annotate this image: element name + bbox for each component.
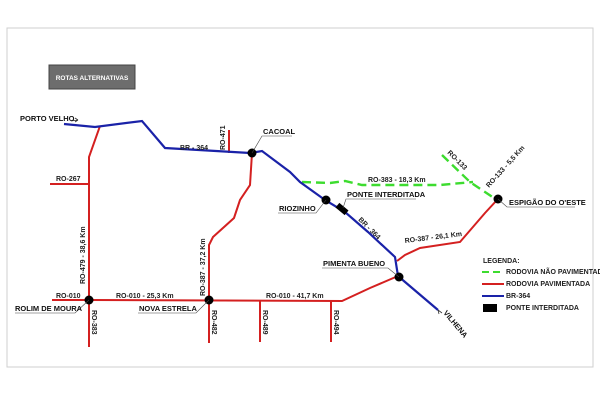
- legend-paved-label: RODOVIA PAVIMENTADA: [506, 281, 590, 288]
- label-ro010-b: RO-010 - 41,7 Km: [266, 293, 324, 300]
- city-nova-estrela: NOVA ESTRELA: [139, 304, 198, 313]
- city-pimenta-bueno: PIMENTA BUENO: [323, 259, 385, 268]
- legend-br364-label: BR-364: [506, 293, 530, 300]
- legend-title: LEGENDA:: [483, 258, 520, 265]
- label-ro482: RO-482: [210, 310, 217, 335]
- label-ro383-south: RO-383: [90, 310, 97, 335]
- label-ro010-a: RO-010 - 25,3 Km: [116, 293, 174, 300]
- unpaved-roads: [301, 154, 498, 201]
- city-espigao: ESPIGÃO DO O'ESTE: [509, 198, 586, 207]
- leader-lines: [15, 135, 575, 314]
- label-ro010-left: RO-010: [56, 293, 81, 300]
- legend-unpaved-label: RODOVIA NÃO PAVIMENTADA: [506, 267, 600, 276]
- label-ro267: RO-267: [56, 176, 81, 183]
- legend: LEGENDA: RODOVIA NÃO PAVIMENTADA RODOVIA…: [482, 258, 600, 312]
- label-ro383: RO-383 - 18,3 Km: [368, 177, 426, 184]
- label-ro494: RO-494: [332, 310, 339, 335]
- city-porto-velho: PORTO VELHO: [20, 114, 75, 123]
- city-cacoal: CACOAL: [263, 127, 295, 136]
- legend-bridge-label: PONTE INTERDITADA: [506, 305, 579, 312]
- label-br364-a: BR - 364: [180, 145, 208, 152]
- road-ro010: [88, 275, 399, 303]
- label-ro479: RO-479 - 38,6 Km: [80, 226, 87, 284]
- porto-velho-arrow-icon: [70, 117, 79, 123]
- road-ro479: [88, 125, 101, 347]
- vilhena-arrow-icon: [437, 309, 443, 315]
- road-ro387-east: [396, 199, 498, 262]
- label-ro387-north: RO-387 - 37,2 Km: [200, 238, 207, 296]
- legend-bridge-swatch: [483, 304, 497, 312]
- road-ro383: [301, 179, 474, 187]
- label-ro489: RO-489: [261, 310, 268, 335]
- city-riozinho: RIOZINHO: [279, 204, 316, 213]
- ponte-interditada-marker: [335, 202, 349, 216]
- label-ro471: RO-471: [220, 125, 227, 150]
- label-ponte-interditada: PONTE INTERDITADA: [347, 190, 426, 199]
- map-title: ROTAS ALTERNATIVAS: [56, 75, 129, 82]
- title-box: ROTAS ALTERNATIVAS: [48, 64, 136, 90]
- city-rolim-de-moura: ROLIM DE MOURA: [15, 304, 83, 313]
- road-br364: [63, 119, 439, 311]
- paved-roads: [50, 125, 498, 347]
- road-ro387-north: [208, 152, 253, 300]
- road-ro133: [441, 154, 498, 201]
